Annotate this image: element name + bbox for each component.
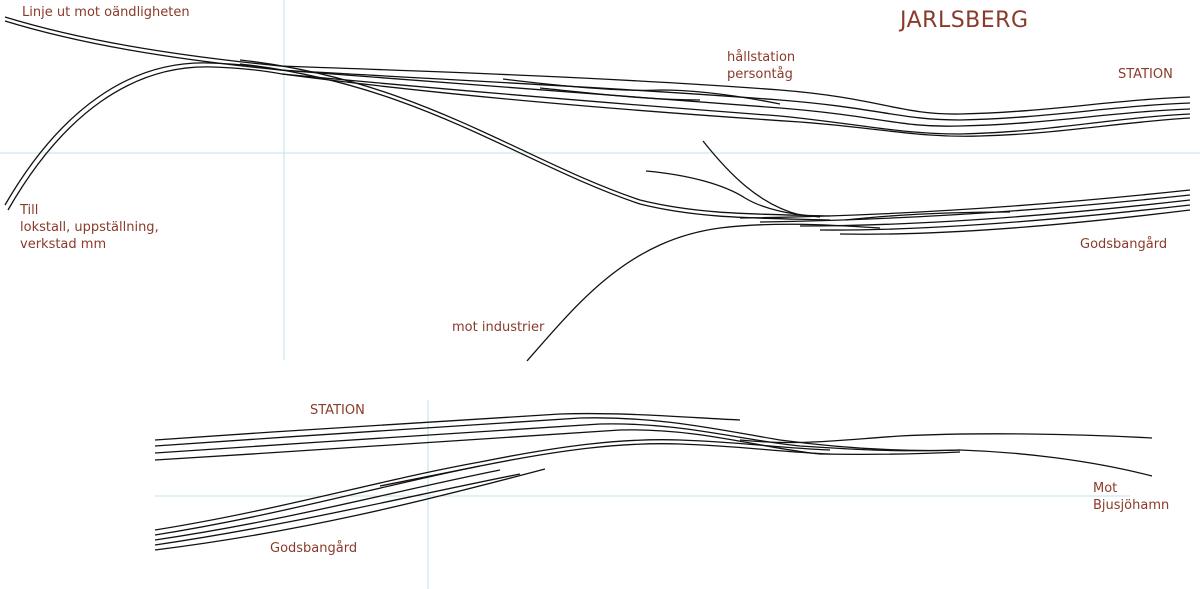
station-track-4 [281, 73, 1191, 135]
goods-yard-track [759, 194, 1191, 223]
goods-yard-track [844, 211, 1011, 221]
station-track-2 [154, 417, 961, 452]
label-line-out: Linje ut mot oändligheten [22, 5, 190, 20]
station-track-4 [154, 429, 961, 461]
main-line-track [739, 433, 1153, 444]
label-industry: mot industrier [452, 320, 545, 335]
diagram-title: JARLSBERG [900, 8, 1029, 33]
goods-connection-track [239, 59, 831, 217]
station-track-3 [279, 69, 1191, 127]
goods-connection-track [479, 439, 831, 463]
goods-yard-track [819, 204, 1191, 231]
industry-line-track [526, 223, 881, 362]
goods-yard-track [379, 465, 481, 487]
goods-yard-track [839, 209, 1191, 235]
label-station-bottom: STATION [310, 403, 365, 418]
label-depot: Till lokstall, uppställning, verkstad mm [20, 203, 159, 252]
top-plan-tracks [4, 16, 1191, 362]
label-goods-yard-top: Godsbangård [1080, 237, 1168, 252]
goods-yard-track [154, 461, 481, 531]
label-halt-station: hållstation persontåg [727, 50, 796, 82]
halt-station-siding [539, 87, 701, 101]
main-line-track [959, 449, 1153, 477]
label-bjusjohamn: Mot Bjusjöhamn [1093, 481, 1170, 513]
spur-track [702, 140, 801, 216]
goods-yard-track [154, 473, 521, 546]
bottom-plan-tracks [154, 412, 1153, 551]
station-track-2 [279, 69, 1191, 121]
depot-curve-track [4, 62, 281, 206]
goods-yard-track [154, 469, 501, 541]
halt-station-siding [502, 78, 781, 105]
depot-curve-track [7, 66, 283, 211]
label-station-top: STATION [1118, 67, 1173, 82]
goods-yard-track [154, 468, 546, 551]
station-track-1 [279, 65, 1191, 115]
goods-connection-track [479, 443, 831, 467]
main-line-track [4, 20, 281, 71]
main-line-track [4, 16, 281, 67]
station-track-1 [154, 412, 741, 441]
label-goods-yard-bottom: Godsbangård [270, 541, 358, 556]
station-track-5 [281, 73, 1191, 137]
spur-track [645, 170, 821, 218]
goods-yard-track [739, 189, 1191, 219]
goods-yard-track [799, 199, 1191, 227]
station-track-3 [154, 423, 961, 454]
